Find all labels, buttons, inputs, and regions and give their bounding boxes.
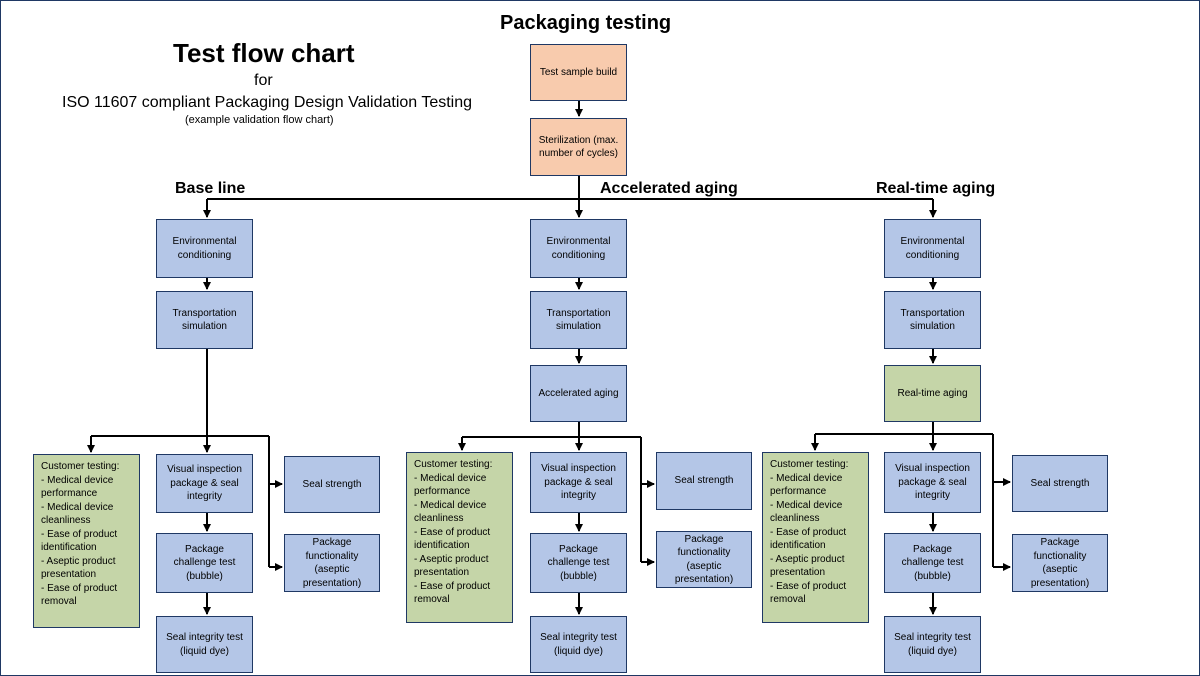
accelerated-visual-inspection-box: Visual inspection package & seal integri… — [530, 452, 627, 513]
chart-note: (example validation flow chart) — [185, 114, 334, 126]
accelerated-transportation-box: Transportation simulation — [530, 291, 627, 349]
realtime-seal-strength-box: Seal strength — [1012, 455, 1108, 512]
column-heading-baseline: Base line — [175, 180, 246, 197]
accelerated-challenge-test-box: Package challenge test (bubble) — [530, 533, 627, 593]
test-sample-build-box: Test sample build — [530, 44, 627, 101]
realtime-seal-integrity-box: Seal integrity test (liquid dye) — [884, 616, 981, 673]
realtime-customer-testing-box: Customer testing: - Medical device perfo… — [762, 452, 869, 623]
sterilization-box: Sterilization (max. number of cycles) — [530, 118, 627, 176]
realtime-aging-box: Real-time aging — [884, 365, 981, 422]
baseline-challenge-test-box: Package challenge test (bubble) — [156, 533, 253, 593]
baseline-seal-integrity-box: Seal integrity test (liquid dye) — [156, 616, 253, 673]
column-heading-accelerated: Accelerated aging — [600, 180, 738, 197]
accelerated-aging-box: Accelerated aging — [530, 365, 627, 422]
baseline-seal-strength-box: Seal strength — [284, 456, 380, 513]
chart-title: Test flow chart — [173, 38, 355, 68]
chart-subtitle: ISO 11607 compliant Packaging Design Val… — [62, 94, 473, 111]
accelerated-environmental-box: Environmental conditioning — [530, 219, 627, 278]
accelerated-package-functionality-box: Package functionality (aseptic presentat… — [656, 531, 752, 588]
accelerated-seal-strength-box: Seal strength — [656, 452, 752, 510]
packaging-testing-heading: Packaging testing — [500, 12, 672, 34]
accelerated-customer-testing-box: Customer testing: - Medical device perfo… — [406, 452, 513, 623]
realtime-transportation-box: Transportation simulation — [884, 291, 981, 349]
baseline-visual-inspection-box: Visual inspection package & seal integri… — [156, 454, 253, 513]
baseline-environmental-box: Environmental conditioning — [156, 219, 253, 278]
realtime-package-functionality-box: Package functionality (aseptic presentat… — [1012, 534, 1108, 592]
realtime-environmental-box: Environmental conditioning — [884, 219, 981, 278]
realtime-visual-inspection-box: Visual inspection package & seal integri… — [884, 452, 981, 513]
baseline-package-functionality-box: Package functionality (aseptic presentat… — [284, 534, 380, 592]
baseline-customer-testing-box: Customer testing: - Medical device perfo… — [33, 454, 140, 628]
realtime-challenge-test-box: Package challenge test (bubble) — [884, 533, 981, 593]
accelerated-seal-integrity-box: Seal integrity test (liquid dye) — [530, 616, 627, 673]
column-heading-realtime: Real-time aging — [876, 180, 996, 197]
chart-for-label: for — [254, 72, 273, 89]
baseline-transportation-box: Transportation simulation — [156, 291, 253, 349]
